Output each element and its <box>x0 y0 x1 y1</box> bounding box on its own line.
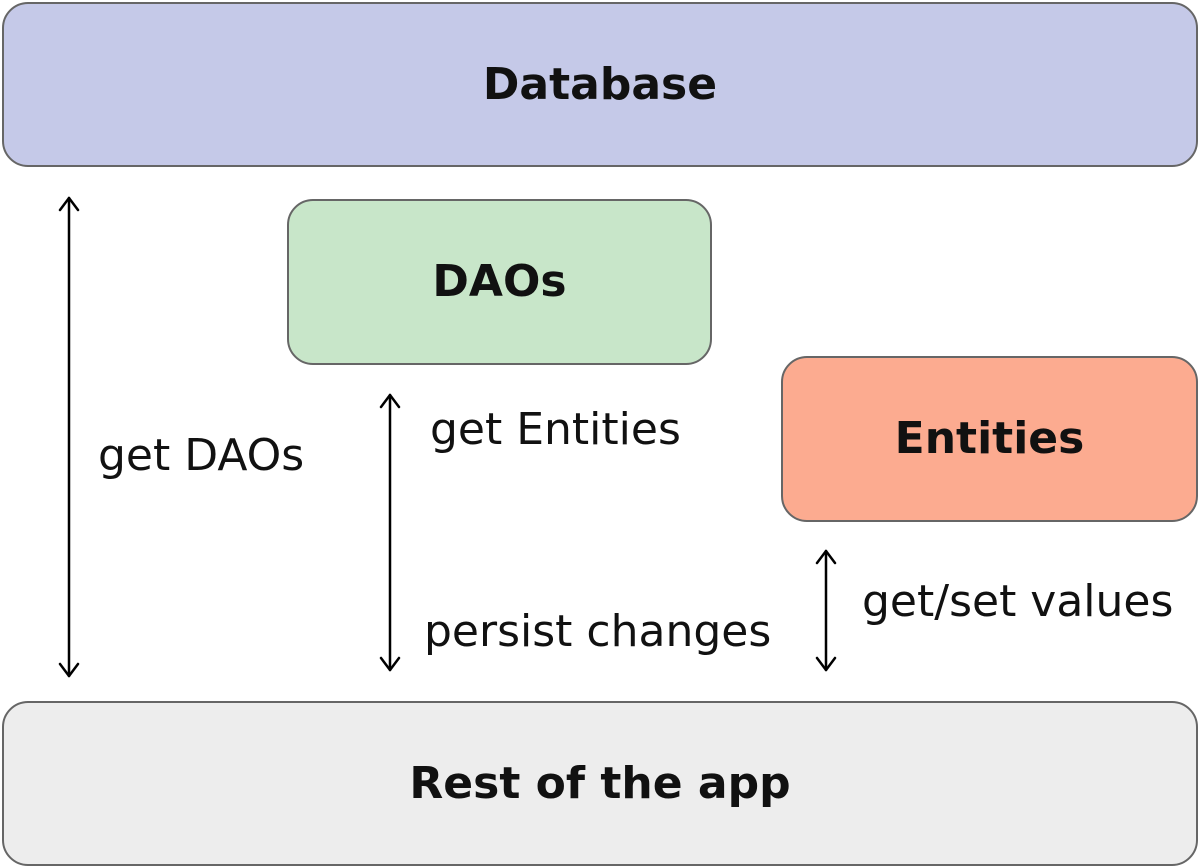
get-set-values-label: get/set values <box>862 576 1174 627</box>
rest-of-app-label: Rest of the app <box>409 757 791 809</box>
daos-label: DAOs <box>432 256 567 307</box>
get-entities-label: get Entities <box>430 404 681 455</box>
rest-of-app-box: Rest of the app <box>2 701 1198 866</box>
database-label: Database <box>482 58 718 110</box>
get-set-values-arrow <box>815 549 837 672</box>
dao-entities-arrow <box>379 393 401 672</box>
entities-label: Entities <box>894 413 1085 464</box>
daos-box: DAOs <box>287 199 712 365</box>
database-box: Database <box>2 2 1198 167</box>
entities-box: Entities <box>781 356 1198 522</box>
get-daos-label: get DAOs <box>98 430 305 481</box>
persist-changes-label: persist changes <box>424 606 772 657</box>
get-daos-arrow <box>58 196 80 678</box>
